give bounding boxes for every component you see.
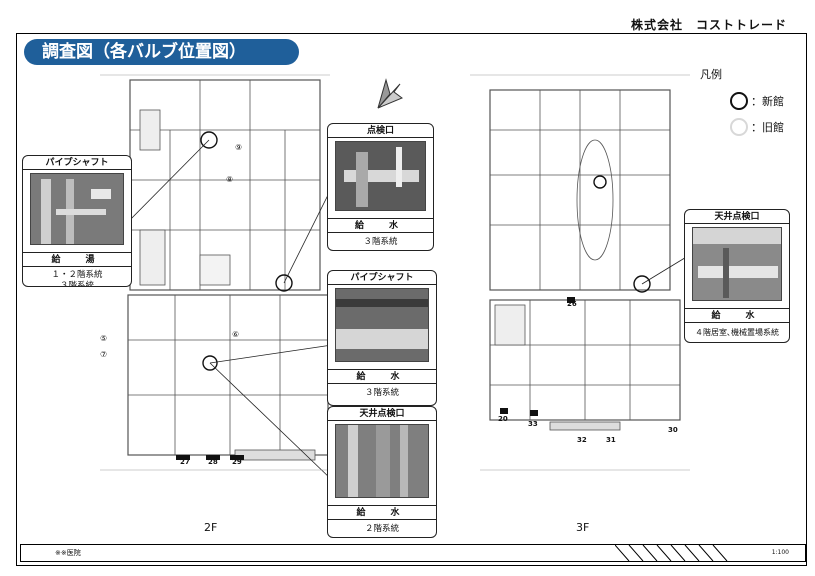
legend-row-old: ：旧館: [730, 118, 784, 136]
card-system: ３階系統: [328, 232, 433, 250]
photo-card-1: パイプシャフト 給 湯 １・２階系統 ３階系統: [22, 155, 132, 287]
card-system: ２階系統: [328, 519, 436, 537]
marker-label-29: 29: [232, 458, 242, 466]
footer-scale: 1:100: [771, 549, 789, 556]
company-name: 株式会社 コストトレード: [630, 18, 787, 32]
floor-label-3f: 3F: [576, 521, 590, 534]
photo-image: [30, 173, 125, 246]
footer-note: ※※医院: [55, 549, 81, 557]
dimension-lines: [100, 74, 690, 471]
footer-bar: ※※医院 1:100: [20, 544, 806, 562]
floor-plan-2f: [127, 79, 329, 461]
card-system: ３階系統: [328, 383, 436, 403]
card-system: ４階居室､機械置場系統: [685, 322, 789, 342]
marker-label-31: 31: [606, 436, 616, 444]
photo-card-5: 天井点検口 給 水 ４階居室､機械置場系統: [684, 209, 790, 343]
compass-icon: [377, 78, 403, 109]
photo-image: [335, 424, 430, 499]
number-badges: [176, 297, 575, 460]
marker-label-2f-4: ⑧: [226, 175, 234, 184]
card-label: 給 水: [328, 218, 433, 232]
marker-label-27: 27: [180, 458, 190, 466]
photo-card-3: パイプシャフト 給 水 ３階系統: [327, 270, 437, 406]
card-label: 給 水: [328, 505, 436, 519]
marker-label-30: 30: [668, 426, 678, 434]
photo-card-4: 天井点検口 給 水 ２階系統: [327, 406, 437, 538]
card-header: パイプシャフト: [328, 271, 436, 285]
frame-left: [16, 33, 17, 565]
marker-label-26: 26: [567, 300, 577, 308]
card-label: 給 水: [328, 369, 436, 383]
card-header: 天井点検口: [328, 407, 436, 421]
marker-label-28: 28: [208, 458, 218, 466]
floor-label-2f: 2F: [204, 521, 218, 534]
legend-row-new: ：新館: [730, 92, 784, 110]
circle-old-icon: [730, 118, 748, 136]
legend-new-label: ：新館: [751, 95, 784, 108]
photo-card-2: 点検口 給 水 ３階系統: [327, 123, 434, 251]
valve-markers: [200, 131, 651, 371]
footer-stripes: [615, 545, 728, 561]
marker-label-33: 33: [528, 420, 538, 428]
marker-label-2f-1: ⑤: [100, 334, 108, 343]
card-system: １・２階系統 ３階系統: [23, 266, 131, 286]
circle-new-icon: [730, 92, 748, 110]
photo-image: [335, 141, 427, 212]
legend-title: 凡例: [700, 68, 722, 81]
card-label: 給 湯: [23, 252, 131, 266]
photo-image: [692, 227, 783, 302]
card-header: パイプシャフト: [23, 156, 131, 170]
frame-right: [806, 33, 807, 565]
card-label: 給 水: [685, 308, 789, 322]
card-header: 天井点検口: [685, 210, 789, 224]
legend-old-label: ：旧館: [751, 121, 784, 134]
marker-label-2f-2: ⑥: [232, 330, 240, 339]
marker-label-20: 20: [498, 415, 508, 423]
frame-bottom: [16, 565, 807, 566]
photo-image: [335, 288, 430, 363]
header-rule: [16, 33, 806, 34]
marker-label-2f-3: ⑦: [100, 350, 108, 359]
page-title: 調査図（各バルブ位置図）: [24, 39, 299, 65]
marker-label-32: 32: [577, 436, 587, 444]
card-header: 点検口: [328, 124, 433, 138]
legend: 凡例 ：新館 ：旧館: [700, 66, 784, 144]
marker-label-2f-top: ⑨: [235, 143, 243, 152]
floor-plan-3f: [489, 89, 681, 431]
